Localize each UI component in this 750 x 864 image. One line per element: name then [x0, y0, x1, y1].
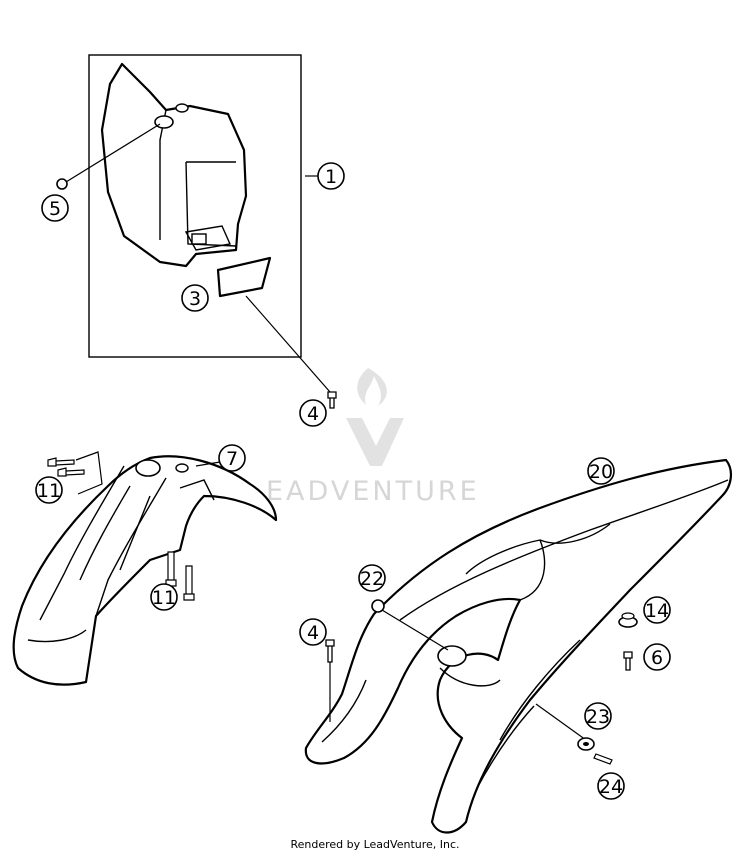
- assembly-frame: [88, 54, 302, 358]
- leader-22: [381, 609, 449, 651]
- callout-14: 14: [643, 596, 671, 624]
- callout-5: 5: [41, 194, 69, 222]
- bolt-part-24: [593, 753, 613, 765]
- svg-text:1: 1: [325, 166, 337, 188]
- callout-4-upper: 4: [299, 399, 327, 427]
- bracket-part-3: [216, 256, 272, 298]
- svg-text:20: 20: [589, 461, 613, 483]
- screw-part-4-lower: [325, 639, 335, 663]
- leader-5: [65, 123, 161, 183]
- footer-credit: Rendered by LeadVenture, Inc.: [290, 838, 460, 851]
- leader-4: [245, 295, 331, 393]
- screw-part-6: [623, 651, 633, 671]
- nut-part-22: [371, 599, 385, 613]
- washer-part-23: [577, 737, 595, 751]
- watermark-text: EADVENTURE: [266, 476, 480, 507]
- callout-11-upper: 11: [35, 476, 63, 504]
- bolts-part-11-lower: [165, 551, 195, 601]
- callout-3: 3: [181, 284, 209, 312]
- headlight-mask-part: [100, 62, 248, 268]
- svg-text:23: 23: [586, 706, 610, 728]
- svg-text:7: 7: [226, 448, 238, 470]
- screw-part-5: [56, 178, 68, 190]
- callout-7: 7: [218, 444, 246, 472]
- callout-1: 1: [317, 162, 345, 190]
- callout-11-lower: 11: [150, 583, 178, 611]
- screw-part-4-upper: [327, 391, 337, 409]
- svg-text:6: 6: [651, 647, 663, 669]
- svg-text:11: 11: [37, 480, 61, 502]
- callout-23: 23: [584, 702, 612, 730]
- svg-text:5: 5: [49, 198, 61, 220]
- svg-text:22: 22: [360, 568, 384, 590]
- grommet-part-14: [618, 612, 638, 628]
- watermark-logo: EADVENTURE: [266, 368, 480, 507]
- svg-text:14: 14: [645, 600, 669, 622]
- svg-text:4: 4: [307, 622, 319, 644]
- bolts-part-11-upper: [47, 451, 103, 495]
- callout-24: 24: [597, 772, 625, 800]
- front-fender-part: [12, 455, 278, 686]
- svg-text:11: 11: [152, 587, 176, 609]
- svg-text:3: 3: [189, 288, 201, 310]
- callout-4-lower: 4: [299, 618, 327, 646]
- callout-22: 22: [358, 564, 386, 592]
- callout-6: 6: [643, 643, 671, 671]
- leader-23: [535, 703, 587, 741]
- callout-20: 20: [587, 457, 615, 485]
- svg-text:24: 24: [599, 776, 623, 798]
- svg-text:4: 4: [307, 403, 319, 425]
- leader-7: [195, 461, 221, 467]
- rear-fender-part: [304, 458, 732, 834]
